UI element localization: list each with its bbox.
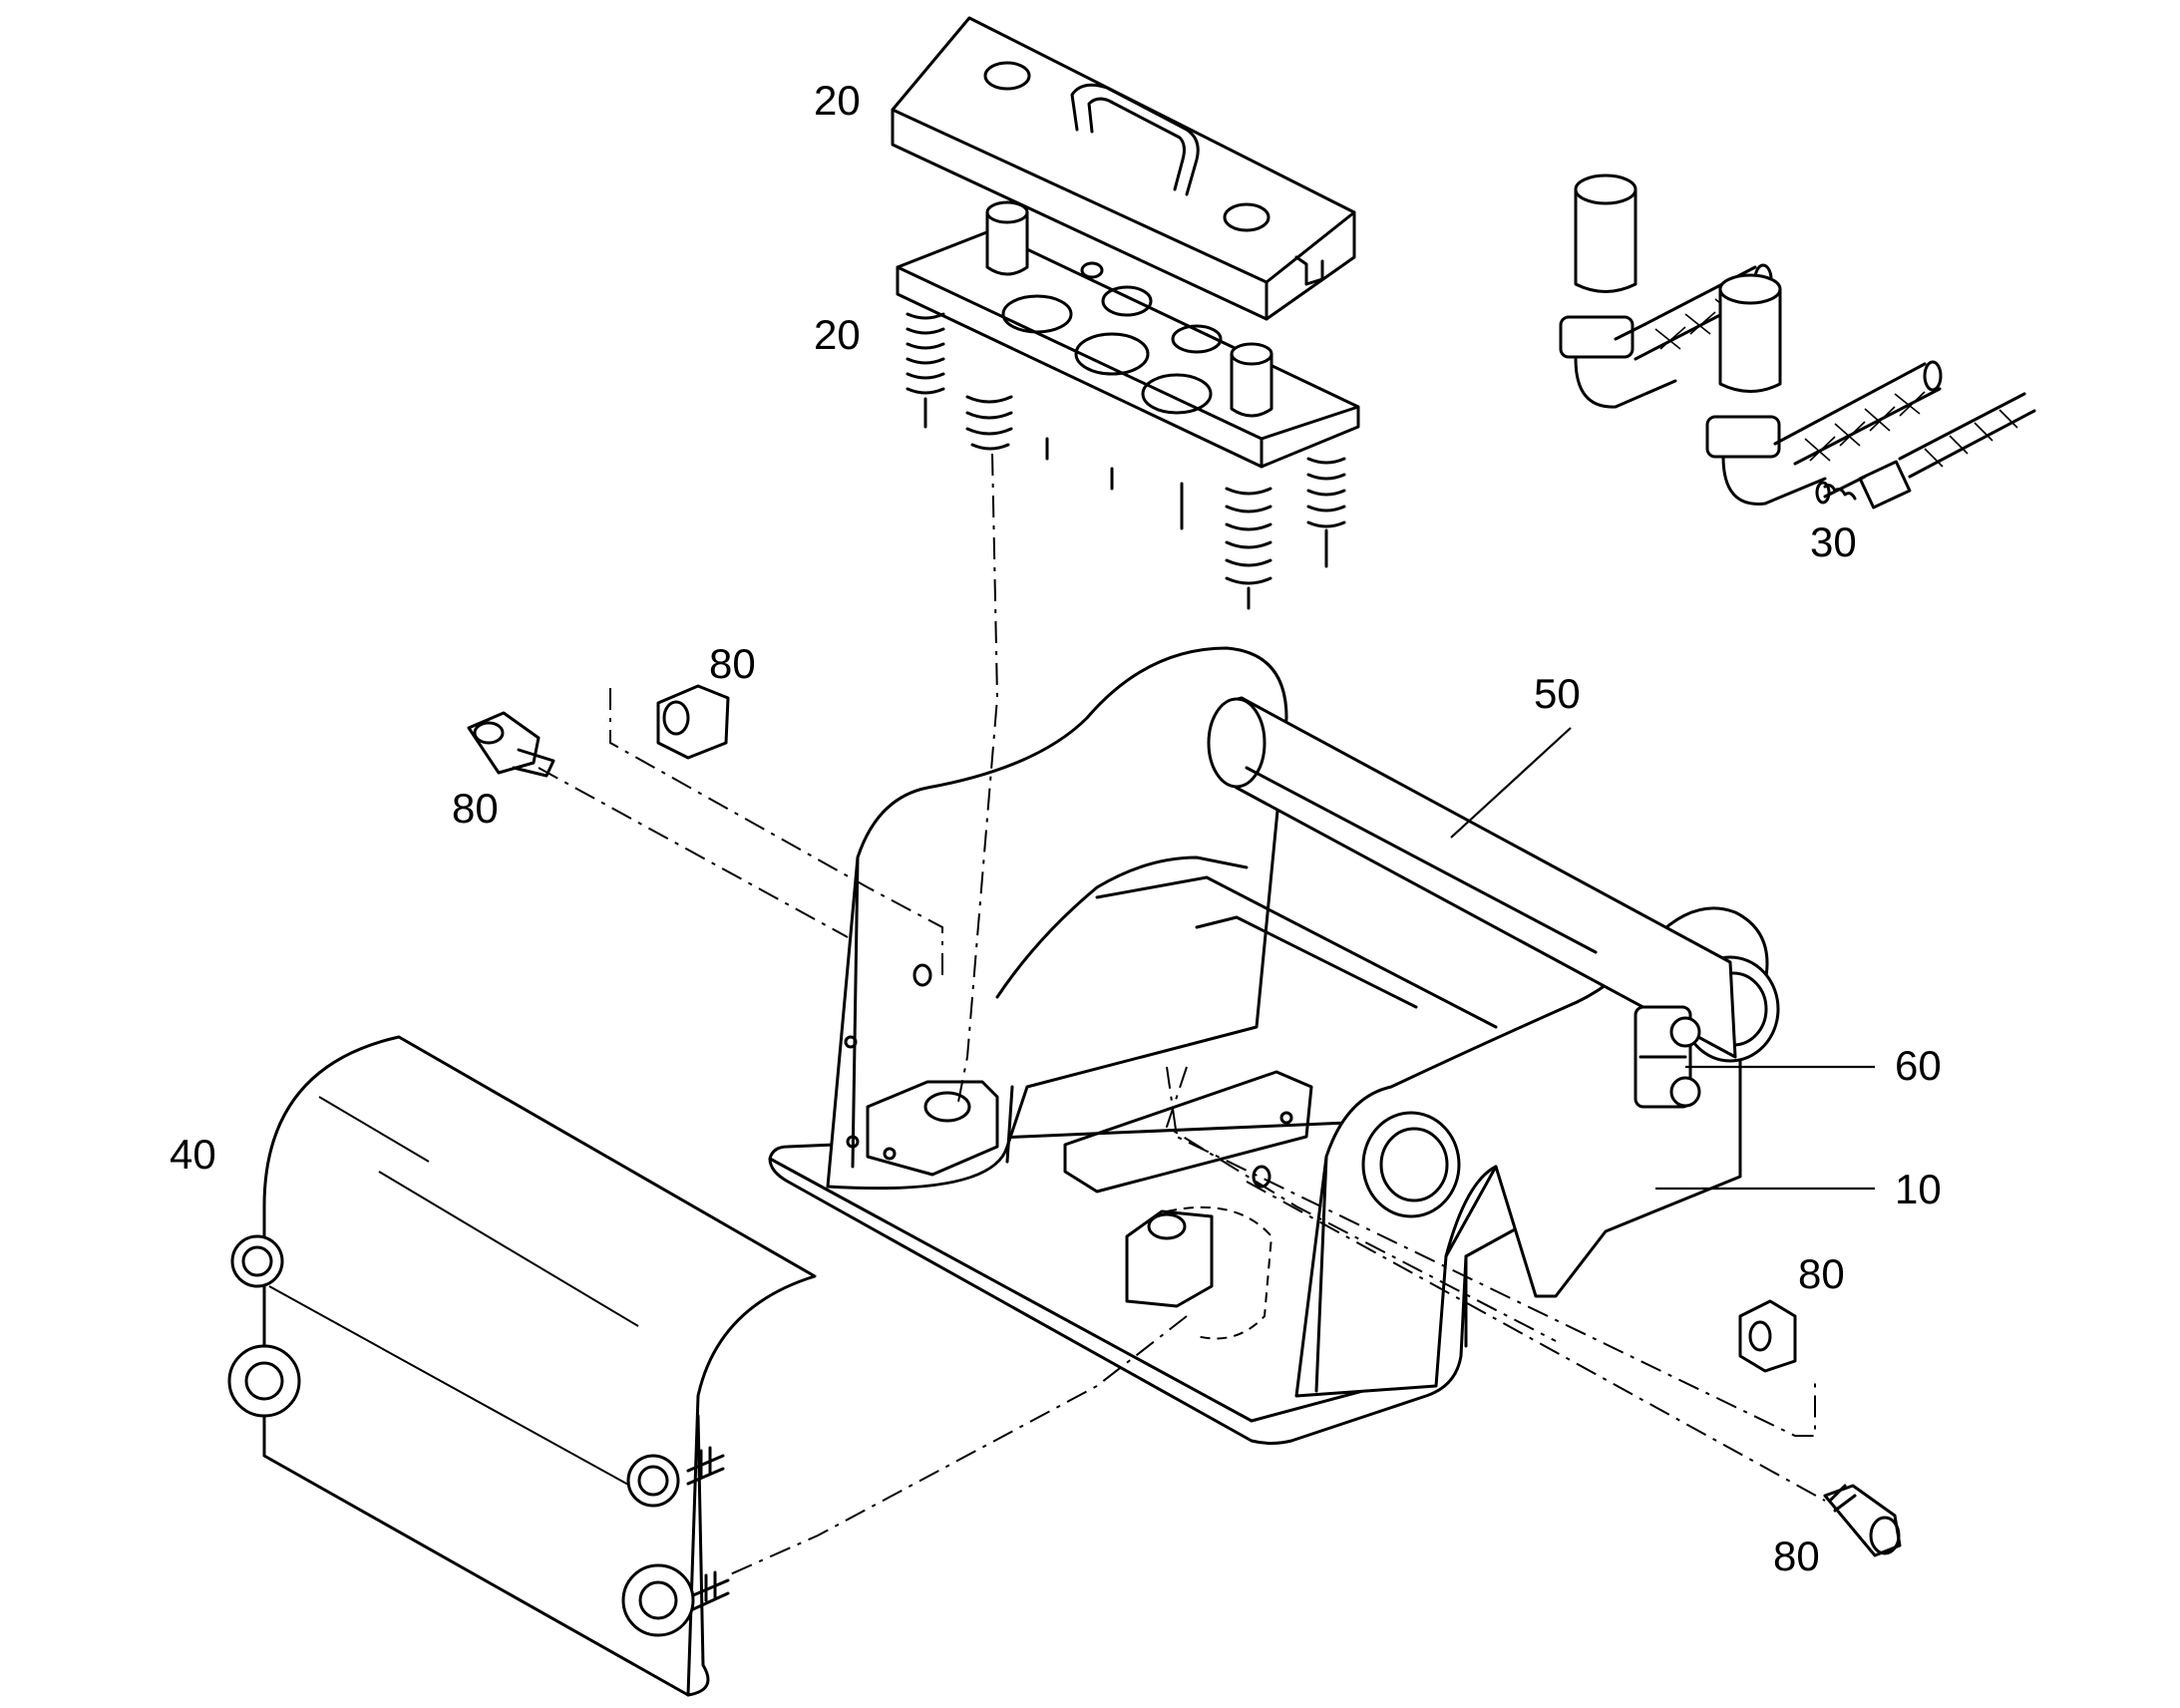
callout-nut-lower-right: 80 [1798, 1250, 1845, 1297]
callout-bolt-lower-right: 80 [1773, 1533, 1820, 1579]
callout-coupling-plate: 20 [814, 311, 861, 358]
callout-top-cover: 20 [814, 77, 861, 124]
callout-bolt-upper-left: 80 [452, 785, 499, 832]
leader-lines [1450, 727, 1875, 1191]
assembly-lines [538, 453, 1826, 1576]
callout-nut-upper-left: 80 [709, 640, 756, 687]
fasteners-part [467, 684, 1902, 1557]
callout-shaft: 50 [1534, 670, 1581, 717]
coupling-plate-part [896, 200, 1360, 610]
hoses-part [1559, 173, 2036, 510]
top-cover-part [891, 16, 1356, 321]
callouts: 20 20 30 80 80 50 60 10 40 80 80 [170, 77, 1942, 1579]
callout-frame: 10 [1895, 1166, 1942, 1212]
clamp-part [1634, 1005, 1701, 1109]
callout-clamp: 60 [1895, 1042, 1942, 1089]
guard-part [227, 1035, 817, 1697]
callout-guard: 40 [170, 1131, 216, 1178]
shaft-part [1095, 696, 1737, 1059]
callout-hoses: 30 [1810, 518, 1857, 565]
